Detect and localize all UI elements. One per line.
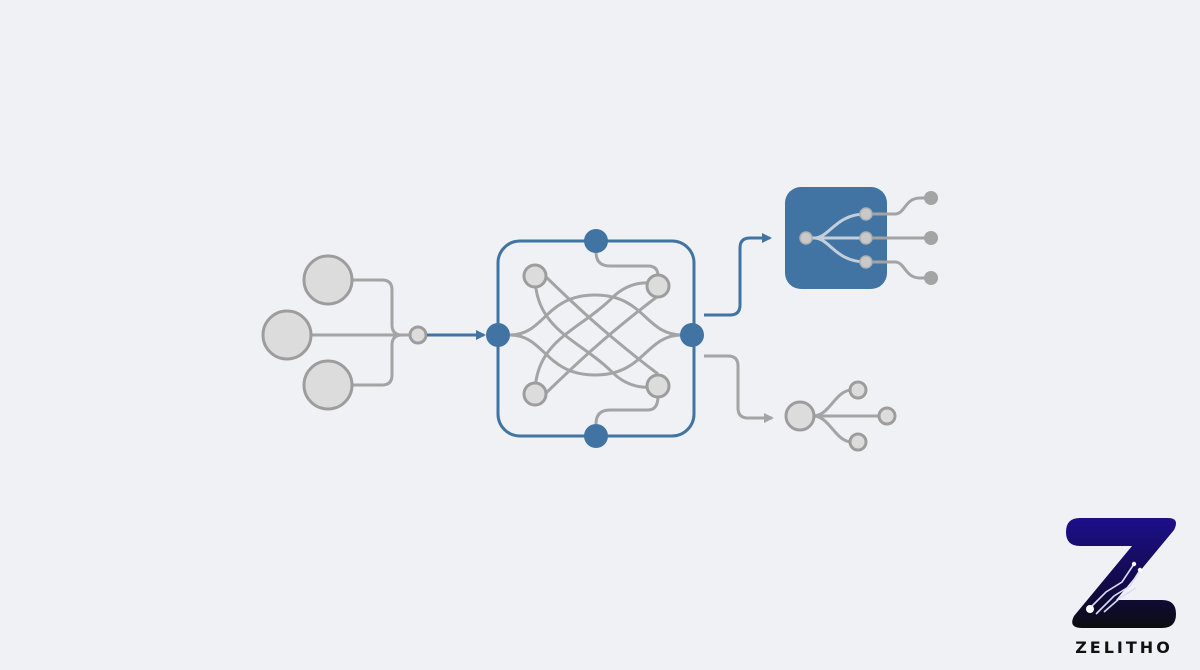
- secondary-output-leaf-bottom: [848, 432, 868, 452]
- internal-crossing-paths: [509, 251, 683, 425]
- input-junction-node: [408, 325, 428, 345]
- input-connector-lines: [312, 278, 410, 387]
- primary-output-node-middle: [859, 231, 873, 245]
- input-node-middle: [261, 309, 313, 361]
- input-node-top: [302, 254, 354, 306]
- secondary-output-leaf-top: [848, 380, 868, 400]
- port-bottom: [584, 424, 608, 448]
- inner-node-bottom-left: [522, 381, 548, 407]
- processing-box: [486, 229, 704, 448]
- z-circuit-logo-icon: [1066, 518, 1176, 628]
- primary-output-branch: [704, 187, 938, 317]
- primary-output-internal-lines: [806, 212, 867, 264]
- secondary-output-arrow: [704, 354, 774, 423]
- port-left: [486, 323, 510, 347]
- secondary-output-leaf-middle: [877, 406, 897, 426]
- inner-node-bottom-right: [645, 373, 671, 399]
- inner-node-top-right: [645, 273, 671, 299]
- primary-output-leaf-top: [924, 191, 938, 205]
- primary-output-arrow: [704, 233, 772, 317]
- input-cluster: [261, 254, 486, 411]
- inner-node-top-left: [522, 263, 548, 289]
- brand-name: ZELITHO: [1075, 638, 1173, 657]
- input-node-bottom: [302, 359, 354, 411]
- primary-output-leaf-middle: [924, 231, 938, 245]
- port-right: [680, 323, 704, 347]
- secondary-output-branch: [704, 354, 897, 452]
- primary-output-external-lines: [872, 196, 930, 280]
- secondary-output-root-node: [784, 400, 816, 432]
- port-top: [584, 229, 608, 253]
- primary-output-leaf-bottom: [924, 271, 938, 285]
- primary-output-root-node: [799, 231, 813, 245]
- brand-logo: ZELITHO: [1060, 512, 1188, 662]
- secondary-output-lines: [812, 388, 880, 444]
- primary-output-node-top: [859, 207, 873, 221]
- primary-output-node-bottom: [859, 255, 873, 269]
